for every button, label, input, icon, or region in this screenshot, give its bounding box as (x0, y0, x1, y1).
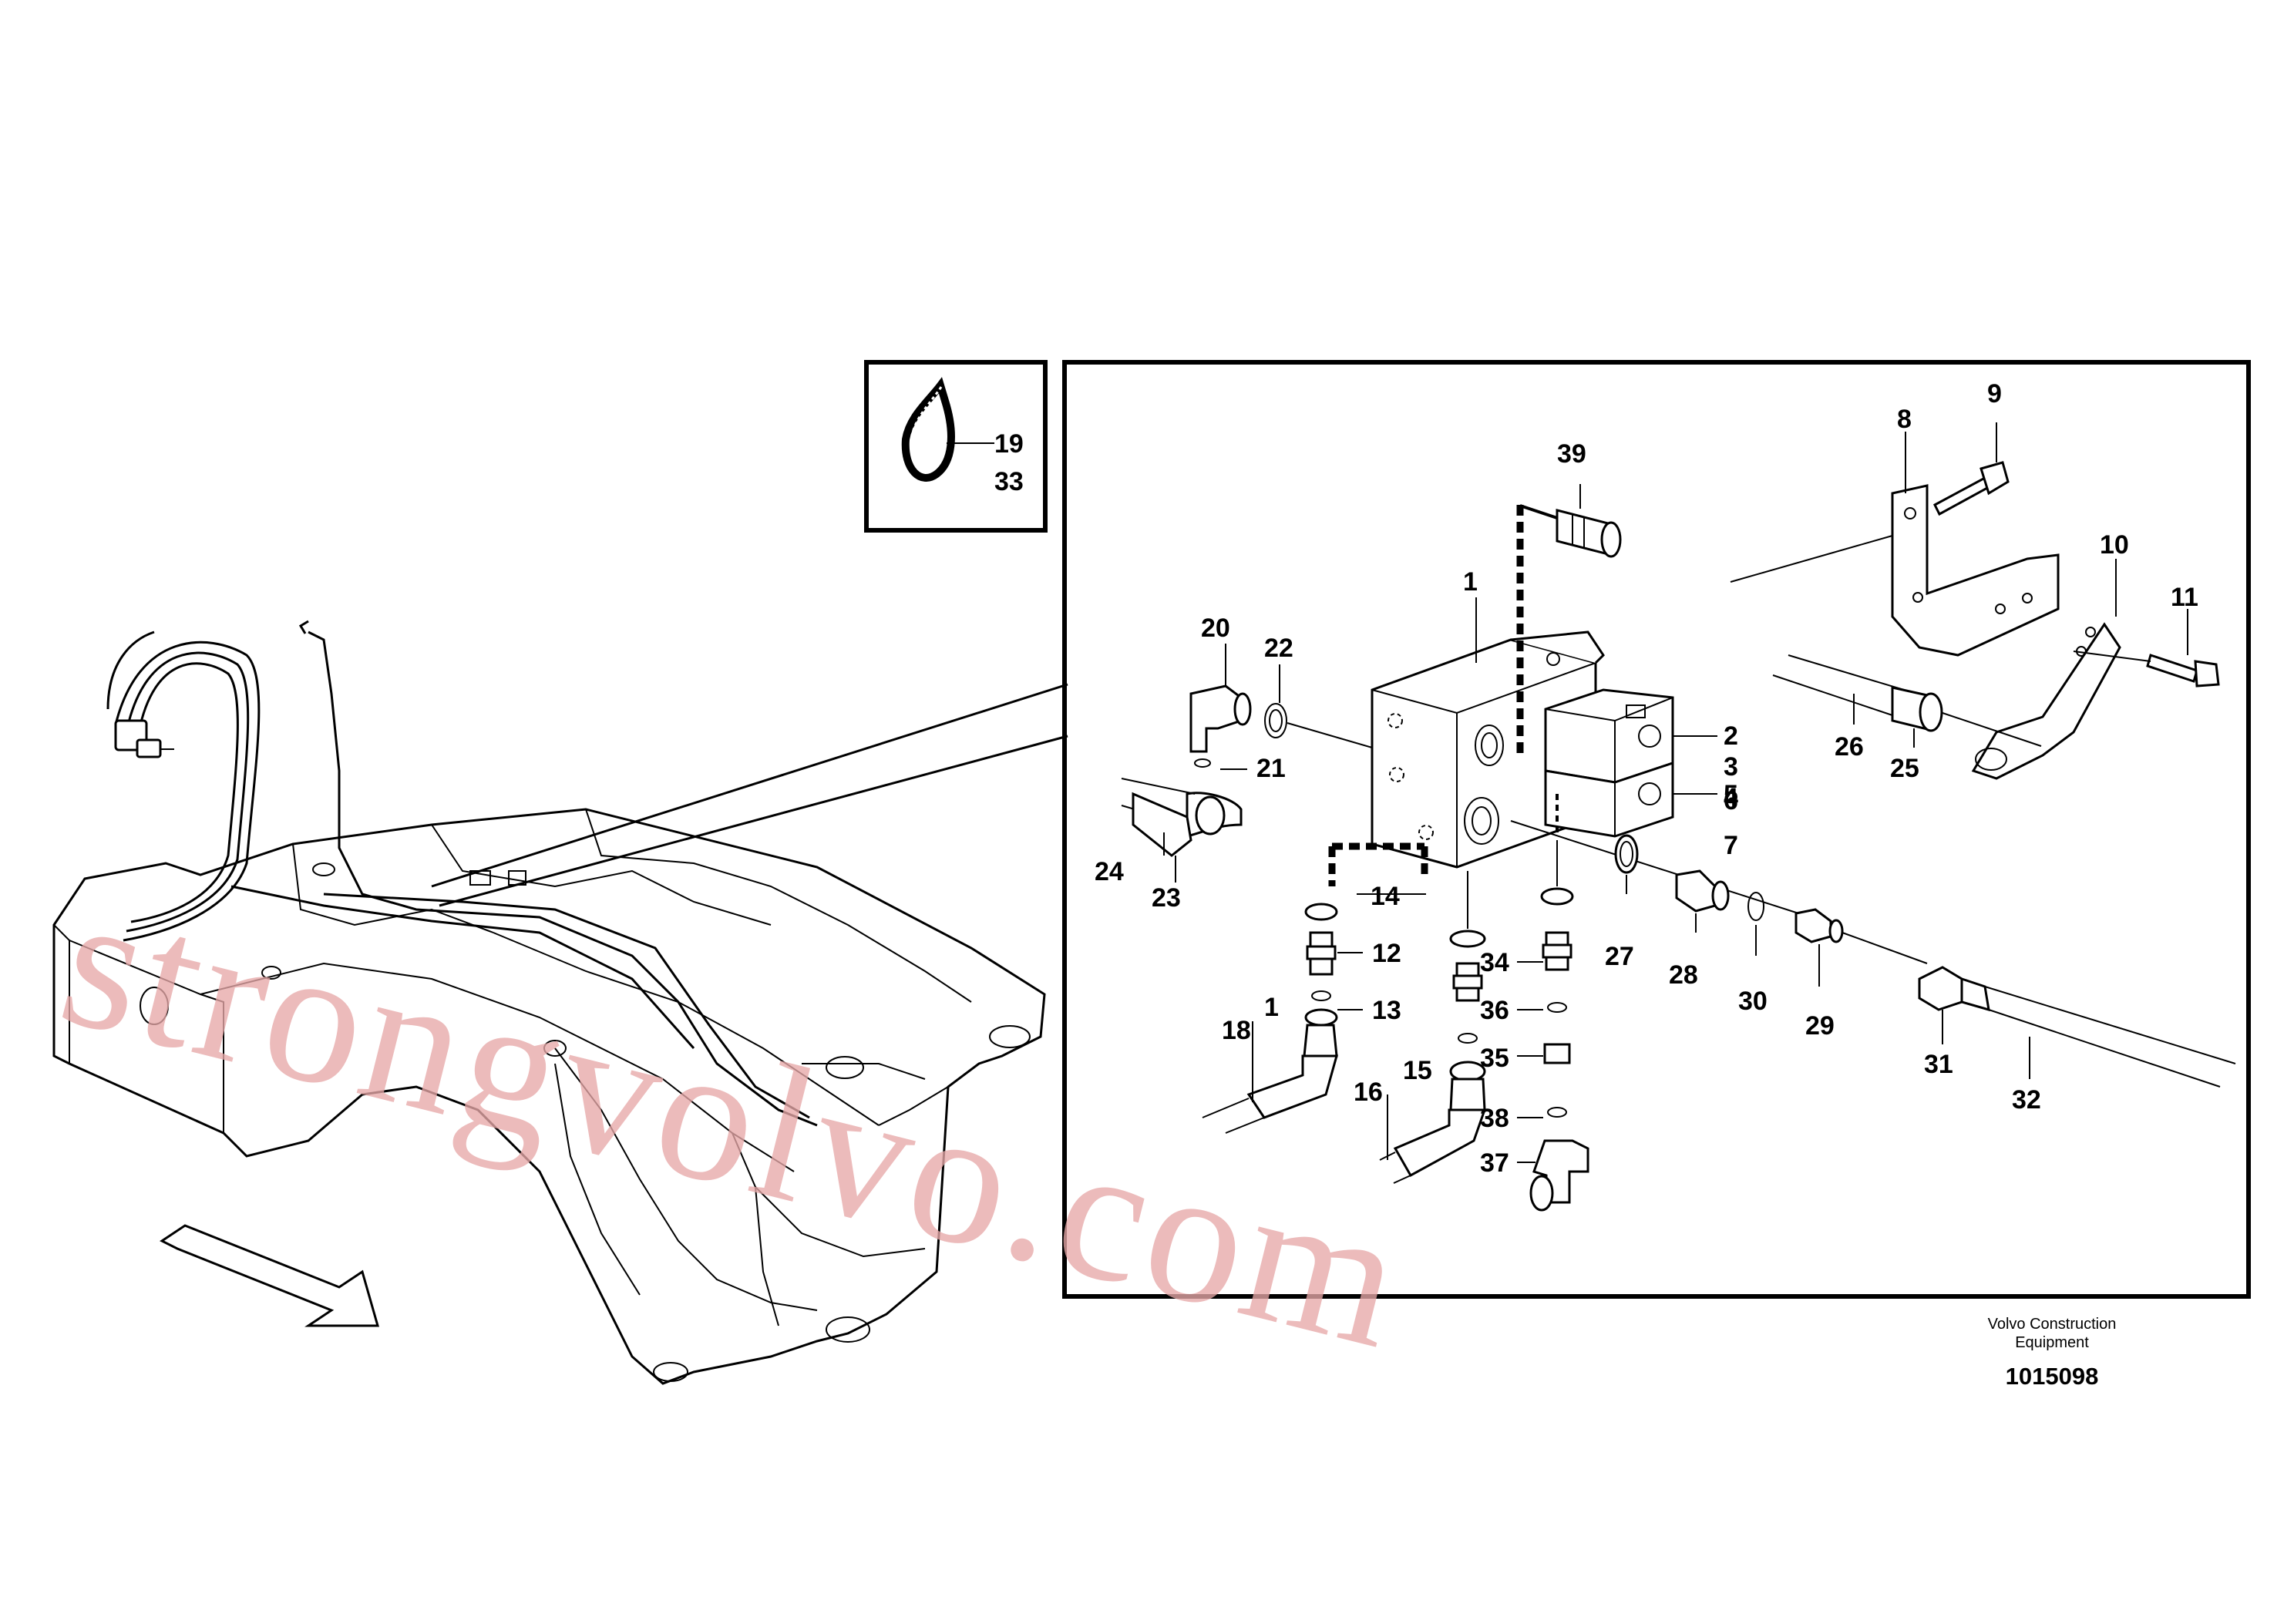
callout-19: 19 (994, 429, 1024, 459)
callout-32: 32 (2012, 1085, 2041, 1115)
callout-26: 26 (1835, 732, 1864, 762)
callout-33: 33 (994, 467, 1024, 496)
detail-pointer (431, 683, 1068, 907)
callout-20: 20 (1201, 614, 1230, 643)
credit-block: Volvo Construction Equipment 1015098 (1988, 1316, 2117, 1390)
fittings-lower (1202, 840, 1589, 1212)
callout-11: 11 (2171, 583, 2198, 612)
callout-22: 22 (1264, 634, 1293, 663)
inset-frame (864, 360, 1048, 533)
callout-28: 28 (1669, 960, 1698, 990)
callout-15: 15 (1403, 1056, 1432, 1085)
callout-13: 13 (1372, 996, 1401, 1025)
valve-manifold (1371, 630, 1674, 869)
callout-1: 1 (1463, 567, 1478, 597)
leader-lines (1163, 422, 2188, 1163)
fittings-right (1510, 820, 2236, 1088)
watermark: strongvolvo.com (44, 852, 1425, 1390)
callout-14: 14 (1371, 882, 1400, 911)
detail-box (1062, 360, 2251, 1299)
callout-9: 9 (1987, 379, 2002, 409)
callout-36: 36 (1480, 996, 1509, 1025)
callout-21: 21 (1256, 754, 1286, 783)
callouts: 1 2 3 4 5 6 7 8 9 10 11 12 13 14 15 16 1… (1095, 379, 2198, 1178)
callout-16: 16 (1354, 1078, 1383, 1107)
callout-25: 25 (1890, 754, 1919, 783)
callout-31: 31 (1924, 1050, 1953, 1079)
machine-frame (52, 808, 1046, 1385)
callout-29: 29 (1805, 1011, 1835, 1041)
callout-4: 4 (1724, 783, 1738, 812)
callout-23: 23 (1152, 883, 1181, 913)
callout-35: 35 (1480, 1044, 1509, 1073)
elbow-fitting-20 (1121, 684, 1373, 857)
callout-30: 30 (1738, 987, 1768, 1016)
hose-26 (1772, 654, 2042, 747)
bracket-assembly (1730, 461, 2220, 780)
document-number: 1015098 (2006, 1363, 2099, 1390)
callout-8: 8 (1897, 405, 1912, 434)
callout-12: 12 (1372, 939, 1401, 968)
callout-10: 10 (2100, 530, 2129, 560)
dashed-connections (1328, 504, 1559, 886)
cable-tie-icon (901, 377, 955, 482)
callout-18: 18 (1222, 1016, 1251, 1045)
credit-line-1: Volvo Construction (1988, 1316, 2117, 1333)
callout-6: 6 (1724, 786, 1738, 815)
direction-arrow (160, 1224, 379, 1327)
callout-39: 39 (1557, 439, 1586, 469)
callout-17: 1 (1264, 993, 1279, 1022)
callout-37: 37 (1480, 1148, 1509, 1178)
callout-34: 34 (1480, 948, 1509, 977)
callout-5: 5 (1724, 780, 1738, 809)
callout-7: 7 (1724, 831, 1738, 860)
credit-line-2: Equipment (2015, 1334, 2089, 1351)
callout-38: 38 (1480, 1104, 1509, 1133)
frame-hoses (106, 620, 818, 1127)
callout-3: 3 (1724, 752, 1738, 782)
plug-39 (1556, 509, 1622, 558)
callout-24: 24 (1095, 857, 1124, 886)
inset-cable-tie: 19 33 (864, 360, 1048, 533)
callout-2: 2 (1724, 721, 1738, 751)
callout-27: 27 (1605, 942, 1634, 971)
